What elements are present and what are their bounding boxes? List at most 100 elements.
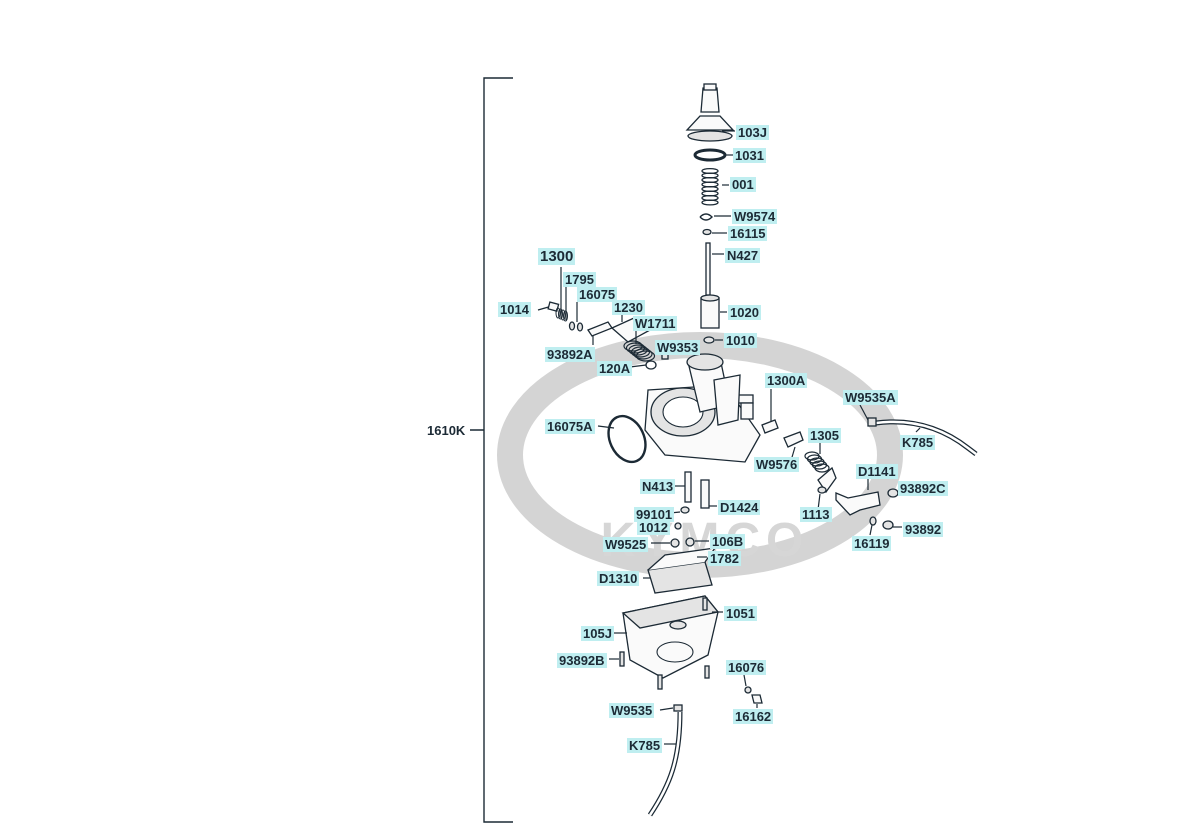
clip-W9525 <box>670 538 680 548</box>
callout-leaders <box>560 130 921 745</box>
slide-1020 <box>700 297 720 329</box>
cap-base <box>687 130 733 142</box>
bracket-line <box>470 77 513 823</box>
part-callout[interactable]: W1711 <box>633 316 678 331</box>
oring-1031 <box>693 148 727 162</box>
body-bore-inner <box>662 396 704 428</box>
screw-1014 <box>547 301 560 312</box>
part-callout[interactable]: 1113 <box>800 507 832 522</box>
part-callout[interactable]: 1305 <box>808 428 841 443</box>
clip-1113 <box>817 486 827 494</box>
part-callout[interactable]: 1795 <box>563 272 596 287</box>
part-callout[interactable]: 93892C <box>898 481 948 496</box>
leader-line <box>743 674 747 687</box>
tube-N413 <box>684 471 692 503</box>
part-callout[interactable]: 1020 <box>728 305 761 320</box>
cap-boot <box>700 87 720 113</box>
part-callout[interactable]: N427 <box>725 248 761 263</box>
part-callout[interactable]: D1141 <box>856 464 898 479</box>
part-callout[interactable]: W9535A <box>843 390 898 405</box>
body-tower-top <box>686 353 724 371</box>
hose-K785-lower-inner <box>648 711 682 816</box>
oring-16076 <box>744 686 752 694</box>
drain-16162 <box>751 694 763 704</box>
screw-93892B-3 <box>704 665 710 679</box>
part-callout[interactable]: W9525 <box>603 537 649 552</box>
throttle-side-parts <box>761 417 978 530</box>
carb-top-parts <box>685 83 735 344</box>
part-callout[interactable]: 16075 <box>577 287 618 302</box>
part-callout[interactable]: 1012 <box>637 520 670 535</box>
screw-93892C <box>887 488 899 498</box>
leader-line <box>629 364 647 368</box>
hose-K785-upper-inner <box>875 420 977 455</box>
part-callout[interactable]: 1031 <box>733 148 766 163</box>
part-callout[interactable]: 93892 <box>903 522 944 537</box>
spring-1795 <box>555 307 561 319</box>
part-callout[interactable]: 16119 <box>852 536 892 551</box>
assembly-bracket <box>470 77 513 823</box>
part-callout[interactable]: D1310 <box>597 571 640 586</box>
washer-16119 <box>869 516 877 526</box>
spring-W1711 <box>633 348 653 360</box>
ring-120A <box>645 360 657 370</box>
screw-W9576 <box>783 431 804 448</box>
oring-16075A <box>607 414 647 464</box>
carb-body <box>644 353 761 463</box>
part-callout[interactable]: 1014 <box>498 302 531 317</box>
washer-1010 <box>703 336 715 344</box>
jet-D1424 <box>700 479 710 509</box>
part-callout[interactable]: K785 <box>627 738 663 753</box>
part-callout[interactable]: K785 <box>900 435 936 450</box>
part-callout[interactable]: 106B <box>710 534 746 549</box>
part-callout[interactable]: 1300A <box>765 373 808 388</box>
part-callout[interactable]: N413 <box>640 479 676 494</box>
part-callout[interactable]: 120A <box>597 361 633 376</box>
body-side <box>713 374 741 426</box>
leader-line <box>597 425 615 429</box>
needle-106B <box>685 537 695 547</box>
part-callout[interactable]: 93892B <box>557 653 607 668</box>
part-callout[interactable]: 001 <box>730 177 756 192</box>
part-callout[interactable]: 1010 <box>724 333 757 348</box>
part-callout[interactable]: 16076 <box>726 660 767 675</box>
cap-103J <box>685 115 735 131</box>
bracket-D1141 <box>835 491 881 516</box>
part-callout[interactable]: W9574 <box>732 209 778 224</box>
part-callout[interactable]: 1300 <box>538 248 576 265</box>
jet-parts <box>670 471 710 560</box>
part-callout[interactable]: W9535 <box>609 703 655 718</box>
part-callout[interactable]: 16162 <box>733 709 774 724</box>
part-callout[interactable]: 1230 <box>612 300 645 315</box>
part-callout[interactable]: 16115 <box>728 226 768 241</box>
assembly-label[interactable]: 1610K <box>427 423 466 438</box>
screw-93892 <box>882 520 894 530</box>
screw-93892B-1 <box>619 651 625 667</box>
part-callout[interactable]: 16075A <box>545 419 595 434</box>
spring-W1711 <box>635 350 656 362</box>
float-D1310 <box>647 561 713 594</box>
spring-1305 <box>814 463 830 473</box>
part-callout[interactable]: 1051 <box>724 606 757 621</box>
retainer-16115 <box>702 228 712 236</box>
screw-93892B-4 <box>702 597 708 611</box>
part-callout[interactable]: 105J <box>581 626 614 641</box>
part-callout[interactable]: 103J <box>736 125 769 140</box>
part-callout[interactable]: 93892A <box>545 347 595 362</box>
screw-1300A <box>761 419 779 434</box>
clip-W9574 <box>699 213 713 221</box>
jet-99101 <box>680 506 690 514</box>
part-callout[interactable]: 99101 <box>634 507 675 522</box>
part-callout[interactable]: W9353 <box>655 340 701 355</box>
oring-16075 <box>568 321 576 331</box>
leader-line <box>869 524 873 536</box>
float-bowl <box>619 595 763 704</box>
drain-hose <box>647 704 683 817</box>
leader-line <box>859 404 869 421</box>
part-callout[interactable]: W9576 <box>754 457 800 472</box>
part-callout[interactable]: D1424 <box>718 500 761 515</box>
part-callout[interactable]: 1782 <box>708 551 741 566</box>
leader-line <box>915 427 921 433</box>
